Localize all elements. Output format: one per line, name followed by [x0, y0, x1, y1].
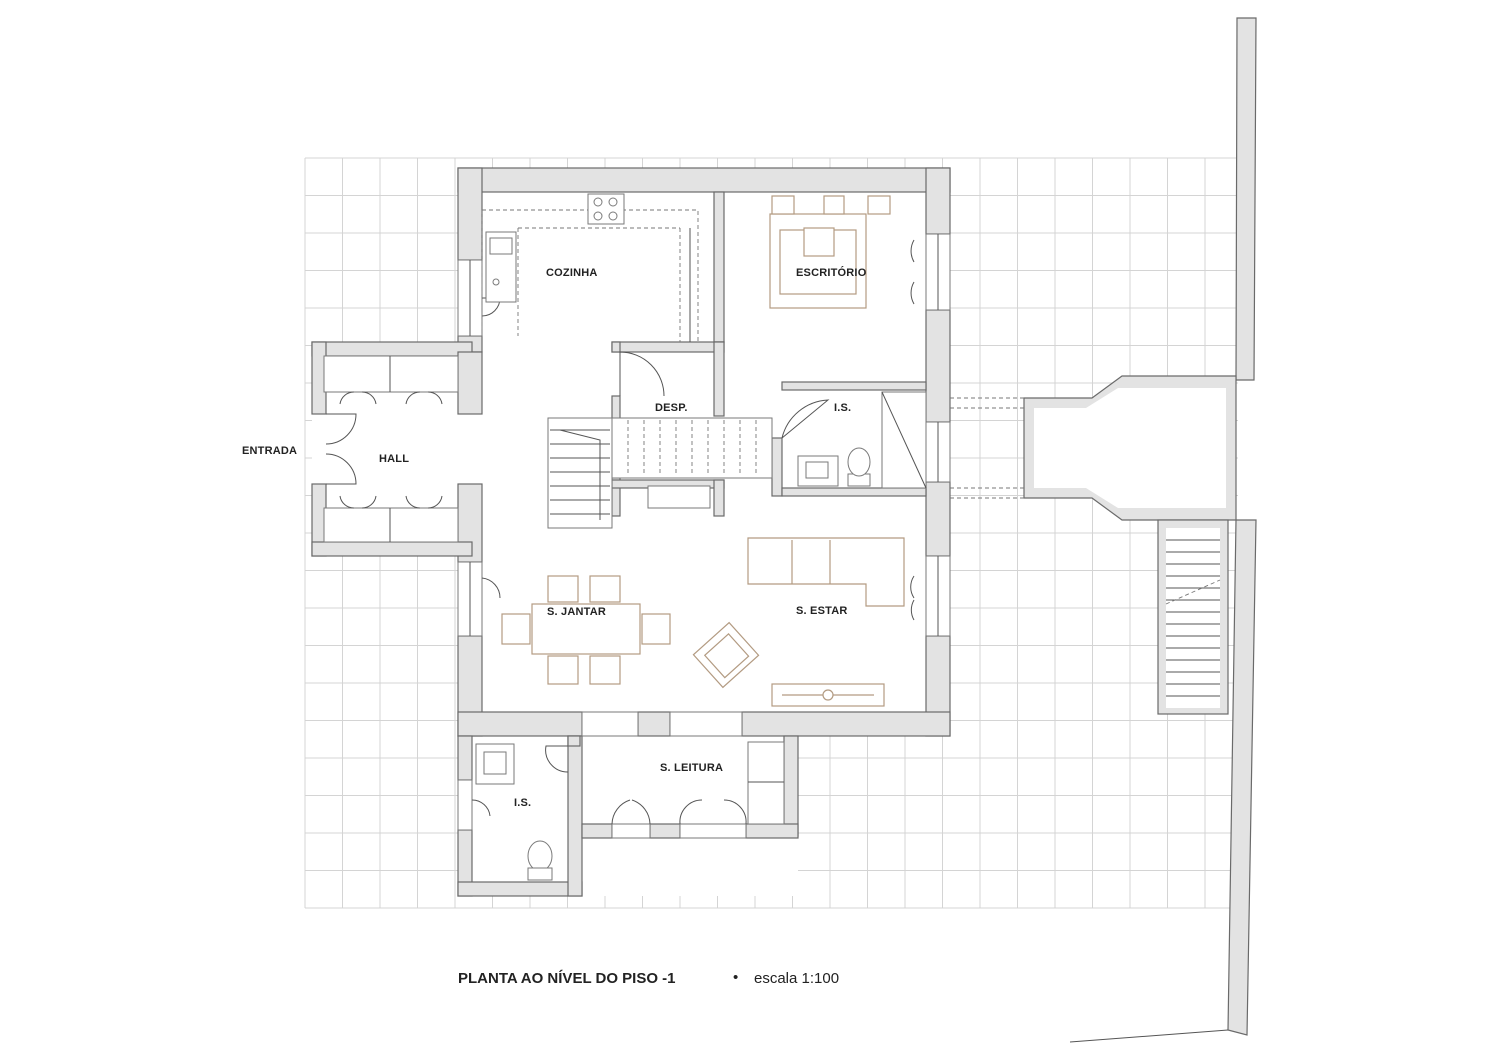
room-label-is-lower: I.S. [514, 797, 531, 809]
room-label-escritorio: ESCRITÓRIO [796, 266, 867, 279]
caption-bullet: • [733, 969, 738, 986]
office-furniture [769, 195, 891, 309]
property-boundary-wall [1069, 17, 1257, 1043]
room-label-entrada: ENTRADA [242, 445, 297, 457]
room-label-cozinha: COZINHA [546, 267, 598, 279]
room-labels: COZINHA ESCRITÓRIO DESP. I.S. ENTRADA HA… [242, 266, 867, 809]
staircase [547, 417, 773, 529]
room-label-s-leitura: S. LEITURA [660, 762, 723, 774]
hall-cabinets [323, 355, 459, 543]
room-label-s-estar: S. ESTAR [796, 605, 848, 617]
living-furniture [692, 537, 905, 707]
reading-room-shelving [747, 741, 785, 825]
kitchen-counters [481, 193, 699, 342]
room-label-desp: DESP. [655, 402, 688, 414]
lower-annex-walls [457, 735, 799, 897]
upper-bathroom-fixtures [797, 391, 927, 489]
room-label-hall: HALL [379, 453, 409, 465]
room-label-s-jantar: S. JANTAR [547, 606, 606, 618]
lower-bathroom-fixtures [475, 743, 553, 881]
plan-scale: escala 1:100 [754, 970, 839, 987]
exterior-walls [457, 167, 951, 737]
plan-caption: PLANTA AO NÍVEL DO PISO -1 • escala 1:10… [458, 969, 839, 987]
windows [457, 233, 951, 839]
plan-title: PLANTA AO NÍVEL DO PISO -1 [458, 970, 676, 987]
room-label-is-upper: I.S. [834, 402, 851, 414]
dining-set [501, 575, 671, 685]
external-stair-structure [950, 375, 1237, 715]
